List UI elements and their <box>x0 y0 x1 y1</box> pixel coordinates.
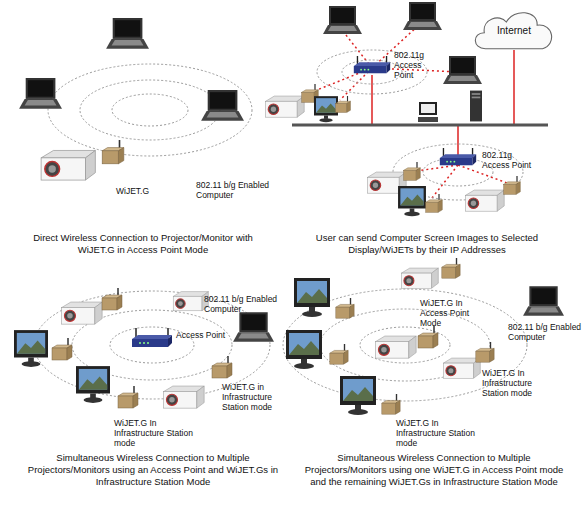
projector-icon <box>466 190 505 211</box>
wijet-device <box>336 96 351 113</box>
device-label: WiJET.G In Access Point Mode <box>420 298 482 328</box>
wijet-device <box>52 338 72 360</box>
laptop-icon <box>403 2 442 30</box>
device-label: WiJET.G In Infrastructure Station mode <box>114 418 198 448</box>
wijet-device <box>426 194 443 212</box>
access-point-icon <box>132 328 172 347</box>
figure-caption: User can send Computer Screen Images to … <box>292 232 562 256</box>
monitor-icon <box>398 186 426 216</box>
monitor-icon <box>294 278 330 317</box>
figure-caption: Simultaneous Wireless Connection to Mult… <box>298 452 570 488</box>
access-point-icon <box>354 56 390 73</box>
wijet-device <box>212 356 232 378</box>
wireless-rings <box>317 50 523 200</box>
laptop-icon <box>19 78 62 109</box>
wireless-links <box>312 24 510 198</box>
device-label: 802.11g Access Point <box>394 50 442 80</box>
laptop-icon <box>323 6 362 34</box>
device-label: WiJET.G in Infrastructure Station mode <box>222 382 300 412</box>
device-label: 802.11g Access Point <box>482 150 532 170</box>
projector-icon <box>266 96 305 117</box>
device-label: 802.11 b/g Enabled Computer <box>196 180 276 200</box>
wijet-device <box>336 298 354 318</box>
figure-caption: Simultaneous Wireless Connection to Mult… <box>22 452 284 488</box>
laptop-icon <box>443 56 482 84</box>
wired-network <box>372 50 514 160</box>
projector-icon <box>173 292 208 311</box>
network-backbone <box>292 124 548 127</box>
node-text: Internet <box>497 25 531 36</box>
wijet-device <box>418 326 438 348</box>
monitor-icon <box>14 330 48 367</box>
monitor-icon <box>76 366 110 403</box>
projector-icon <box>41 150 95 180</box>
monitor-icon <box>286 330 322 369</box>
laptop-icon <box>106 18 149 49</box>
wireless-rings <box>48 64 252 156</box>
device-label: 802.11 b/g Enabled Computer <box>204 294 284 314</box>
monitor-icon <box>314 96 338 122</box>
wijet-device <box>102 288 122 310</box>
wijet-device <box>404 162 421 180</box>
node-text-wrap: Internet <box>470 6 558 54</box>
wijet-device <box>330 344 348 364</box>
wijet-device <box>442 258 460 278</box>
wijet-device <box>382 394 400 414</box>
projector-icon <box>164 386 204 408</box>
wijet-device <box>504 176 521 194</box>
projector-icon <box>376 336 416 358</box>
projector-icon <box>443 358 480 378</box>
projector-icon <box>62 302 102 324</box>
laptop-icon <box>523 286 564 315</box>
wijet-device <box>102 140 124 164</box>
device-label: 802.11 b/g Enabled Computer <box>508 322 582 342</box>
laptop-icon <box>201 90 244 121</box>
figure-caption: Direct Wireless Connection to Projector/… <box>18 232 268 256</box>
server-icon <box>470 91 482 122</box>
projector-icon <box>401 268 438 288</box>
device-label: Access Point <box>176 330 236 340</box>
cloud-shape <box>475 13 551 49</box>
desktop-icon <box>418 102 438 122</box>
monitor-icon <box>340 376 376 415</box>
cloud-node: Internet <box>470 6 558 54</box>
device-label: WiJET.G In Infrastructure Station mode <box>396 418 480 448</box>
wijet-device <box>476 342 494 362</box>
device-label: WiJET.G <box>116 186 176 196</box>
laptop-icon <box>233 312 274 341</box>
wijet-device <box>118 386 138 408</box>
access-point-icon <box>440 148 476 165</box>
device-label: WiJET.G In Infrastructure Station mode <box>482 368 560 398</box>
